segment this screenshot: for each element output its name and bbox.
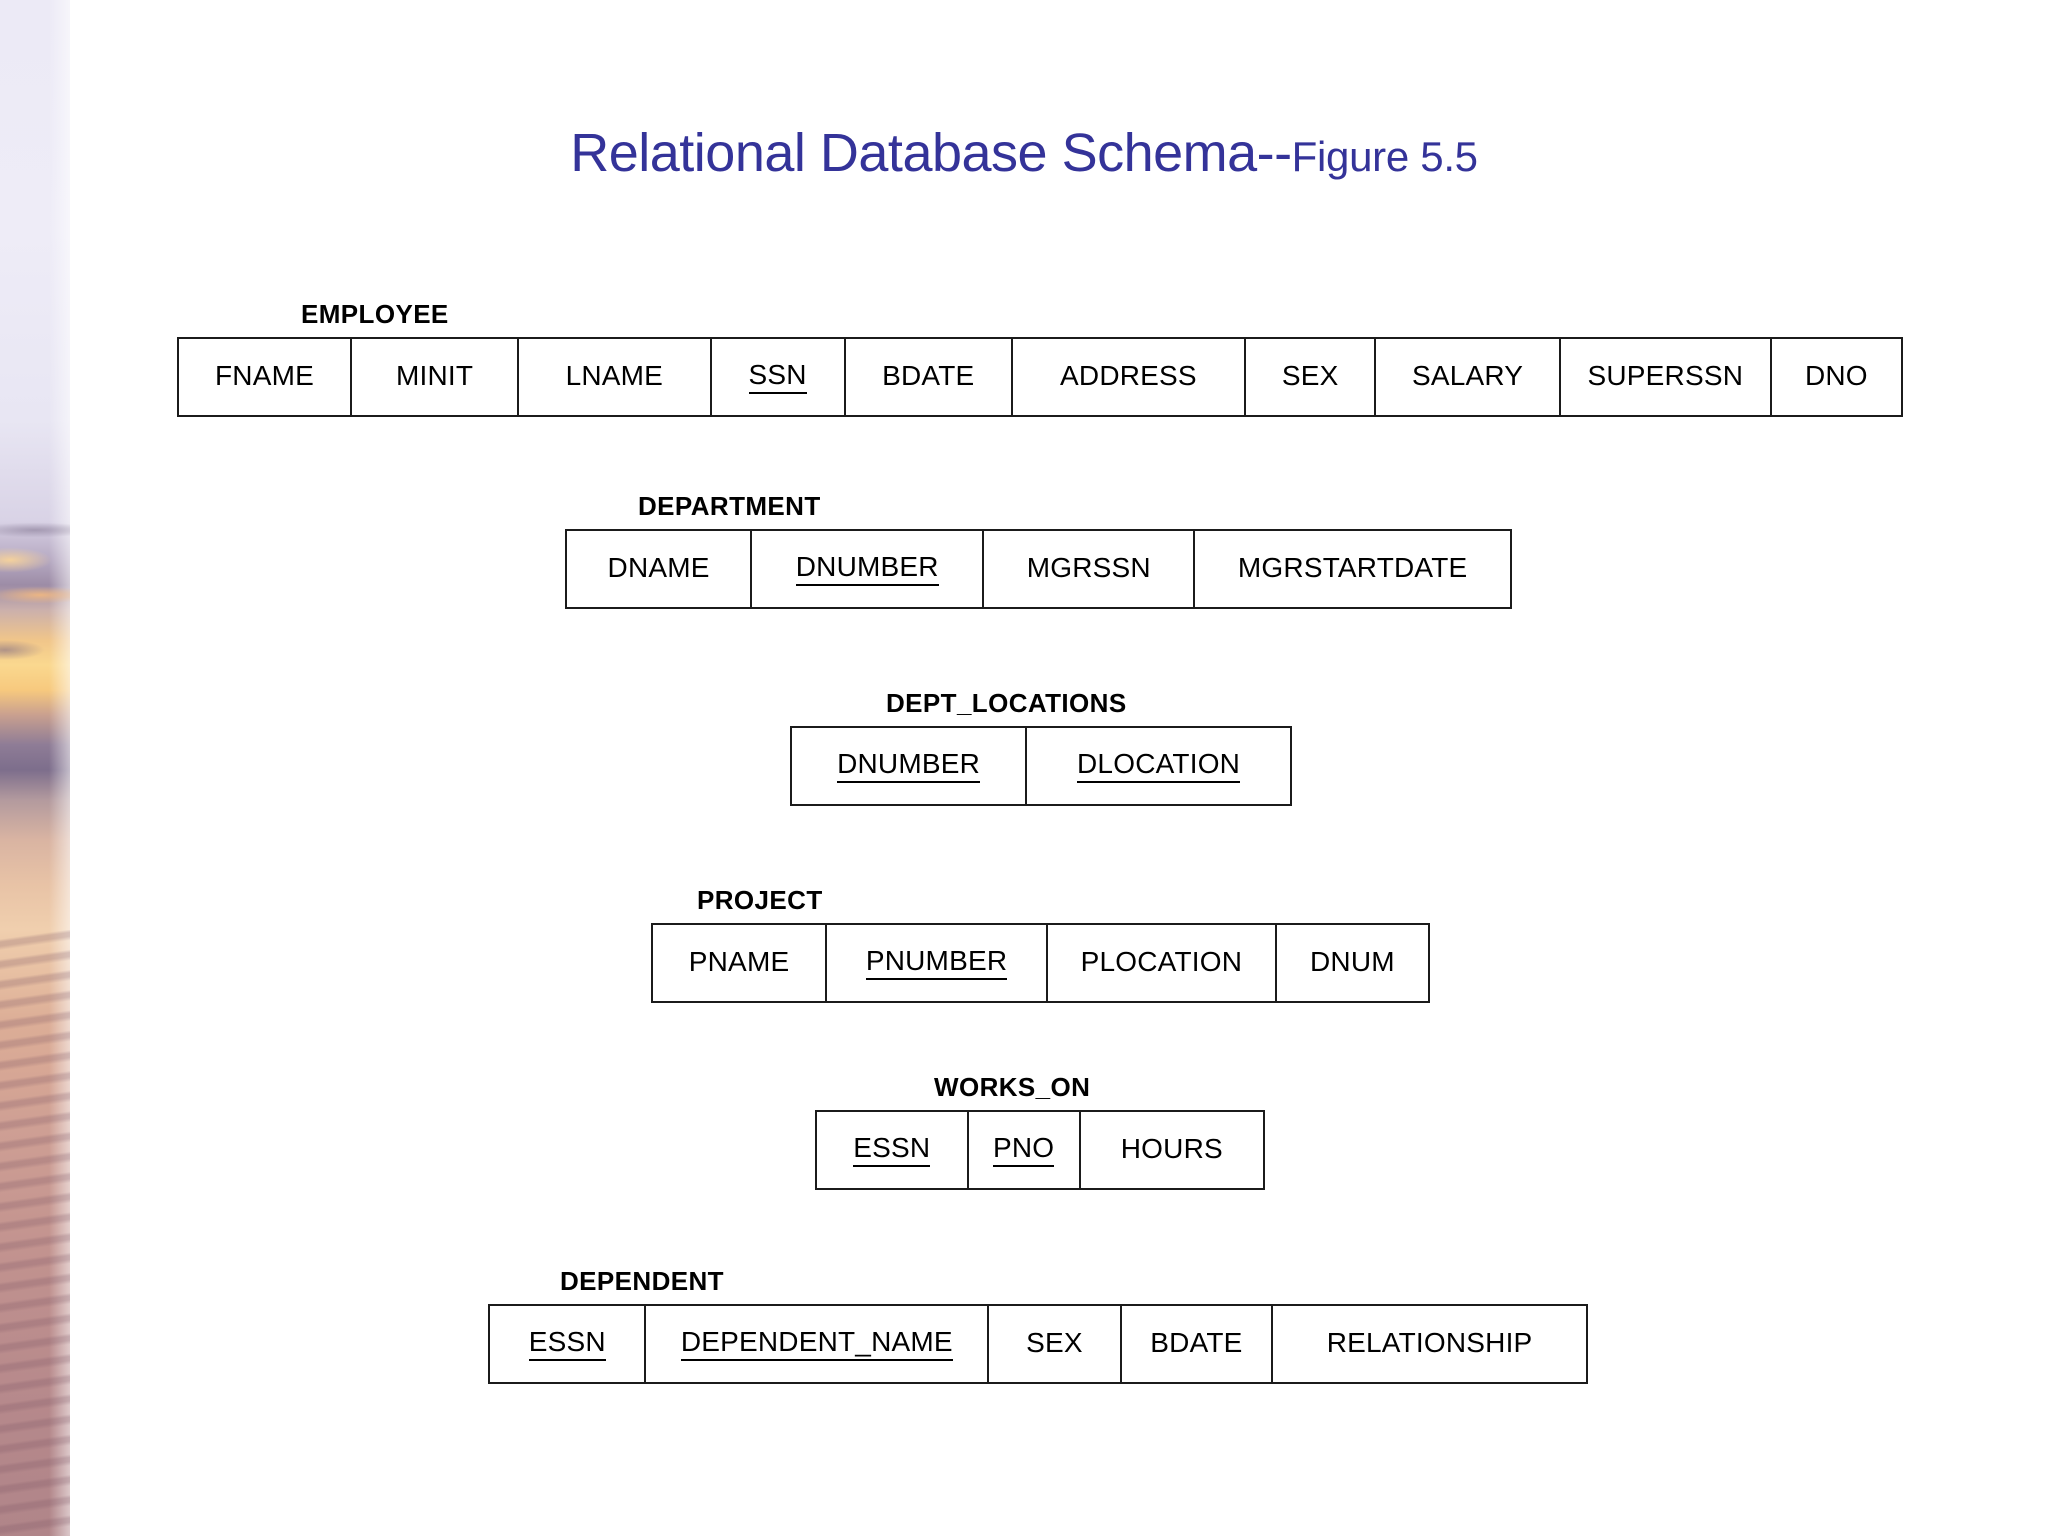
attribute-label: SEX: [1281, 359, 1339, 391]
attribute-label: MINIT: [395, 359, 474, 391]
attribute-label: ADDRESS: [1060, 359, 1197, 391]
attribute-label: BDATE: [1150, 1326, 1243, 1358]
relation-works-on: WORKS_ON ESSN PNO HOURS: [815, 1072, 1265, 1190]
attribute-label-primary-key: ESSN: [853, 1133, 931, 1167]
attribute-cell-dname[interactable]: DNAME: [567, 531, 753, 607]
relation-department: DEPARTMENT DNAME DNUMBER MGRSSN MGRSTART…: [565, 491, 1512, 609]
attribute-cell-dnum[interactable]: DNUM: [1277, 925, 1428, 1001]
attribute-cell-ssn[interactable]: SSN: [712, 339, 846, 415]
attribute-cell-dlocation[interactable]: DLOCATION: [1027, 728, 1290, 804]
attribute-label-primary-key: DLOCATION: [1077, 749, 1241, 783]
attribute-row-department: DNAME DNUMBER MGRSSN MGRSTARTDATE: [565, 529, 1512, 609]
attribute-label-primary-key: DNUMBER: [837, 749, 981, 783]
attribute-cell-dno[interactable]: DNO: [1772, 339, 1901, 415]
attribute-row-employee: FNAME MINIT LNAME SSN BDATE ADDRESS SEX …: [177, 337, 1903, 417]
attribute-label-primary-key: ESSN: [528, 1327, 606, 1361]
attribute-cell-plocation[interactable]: PLOCATION: [1048, 925, 1277, 1001]
attribute-cell-lname[interactable]: LNAME: [519, 339, 712, 415]
attribute-label-primary-key: DNUMBER: [795, 552, 939, 586]
attribute-cell-superssn[interactable]: SUPERSSN: [1561, 339, 1772, 415]
attribute-label-primary-key: DEPENDENT_NAME: [680, 1327, 953, 1361]
attribute-label: DNAME: [607, 551, 710, 583]
attribute-cell-pno[interactable]: PNO: [969, 1112, 1081, 1188]
relation-employee: EMPLOYEE FNAME MINIT LNAME SSN BDATE ADD…: [177, 299, 1903, 417]
attribute-label-primary-key: PNO: [993, 1133, 1055, 1167]
attribute-label: LNAME: [565, 359, 664, 391]
attribute-row-works-on: ESSN PNO HOURS: [815, 1110, 1265, 1190]
relation-dept-locations: DEPT_LOCATIONS DNUMBER DLOCATION: [790, 688, 1292, 806]
page-title-figure-ref: Figure 5.5: [1291, 133, 1478, 180]
relation-dependent: DEPENDENT ESSN DEPENDENT_NAME SEX BDATE …: [488, 1266, 1588, 1384]
attribute-cell-dnumber[interactable]: DNUMBER: [792, 728, 1028, 804]
decorative-sunset-dunes-image: [0, 0, 70, 1536]
attribute-cell-bdate[interactable]: BDATE: [1122, 1306, 1274, 1382]
attribute-cell-dnumber[interactable]: DNUMBER: [752, 531, 985, 607]
relation-name-employee: EMPLOYEE: [301, 299, 449, 329]
attribute-label: RELATIONSHIP: [1326, 1326, 1533, 1358]
attribute-label: SALARY: [1411, 359, 1524, 391]
relation-project: PROJECT PNAME PNUMBER PLOCATION DNUM: [651, 885, 1430, 1003]
attribute-cell-bdate[interactable]: BDATE: [846, 339, 1013, 415]
attribute-cell-essn[interactable]: ESSN: [817, 1112, 969, 1188]
attribute-row-project: PNAME PNUMBER PLOCATION DNUM: [651, 923, 1430, 1003]
relation-name-works-on: WORKS_ON: [934, 1072, 1091, 1102]
attribute-cell-fnamE[interactable]: FNAME: [179, 339, 352, 415]
page-title-main: Relational Database Schema--: [570, 123, 1292, 183]
attribute-label: FNAME: [214, 359, 314, 391]
attribute-cell-relationship[interactable]: RELATIONSHIP: [1273, 1306, 1586, 1382]
attribute-cell-mgrstartdate[interactable]: MGRSTARTDATE: [1195, 531, 1510, 607]
attribute-label: DNO: [1804, 359, 1868, 391]
attribute-cell-sex[interactable]: SEX: [989, 1306, 1122, 1382]
attribute-row-dependent: ESSN DEPENDENT_NAME SEX BDATE RELATIONSH…: [488, 1304, 1588, 1384]
attribute-label: HOURS: [1120, 1132, 1223, 1164]
attribute-cell-pnumber[interactable]: PNUMBER: [827, 925, 1048, 1001]
attribute-cell-hours[interactable]: HOURS: [1081, 1112, 1263, 1188]
attribute-cell-sex[interactable]: SEX: [1246, 339, 1377, 415]
decorative-clouds-layer: [0, 500, 70, 800]
attribute-label-primary-key: PNUMBER: [865, 946, 1008, 980]
attribute-label: SUPERSSN: [1587, 359, 1744, 391]
attribute-label: MGRSTARTDATE: [1237, 551, 1468, 583]
attribute-label: MGRSSN: [1026, 551, 1151, 583]
attribute-label-primary-key: SSN: [748, 360, 807, 394]
attribute-cell-dependent-name[interactable]: DEPENDENT_NAME: [646, 1306, 990, 1382]
attribute-label: PNAME: [688, 945, 790, 977]
relation-name-project: PROJECT: [697, 885, 823, 915]
attribute-label: DNUM: [1309, 945, 1395, 977]
attribute-label: PLOCATION: [1080, 945, 1243, 977]
attribute-cell-salary[interactable]: SALARY: [1376, 339, 1561, 415]
attribute-row-dept-locations: DNUMBER DLOCATION: [790, 726, 1292, 806]
relation-name-dept-locations: DEPT_LOCATIONS: [886, 688, 1127, 718]
relation-name-department: DEPARTMENT: [638, 491, 821, 521]
attribute-cell-pname[interactable]: PNAME: [653, 925, 828, 1001]
page-title: Relational Database Schema--Figure 5.5: [0, 122, 2048, 184]
attribute-cell-address[interactable]: ADDRESS: [1013, 339, 1246, 415]
attribute-cell-mgrssn[interactable]: MGRSSN: [984, 531, 1196, 607]
attribute-label: BDATE: [882, 359, 975, 391]
attribute-cell-essn[interactable]: ESSN: [490, 1306, 647, 1382]
attribute-cell-minit[interactable]: MINIT: [352, 339, 520, 415]
decorative-sand-ripples-layer: [0, 930, 70, 1536]
relation-name-dependent: DEPENDENT: [560, 1266, 724, 1296]
attribute-label: SEX: [1026, 1326, 1083, 1358]
